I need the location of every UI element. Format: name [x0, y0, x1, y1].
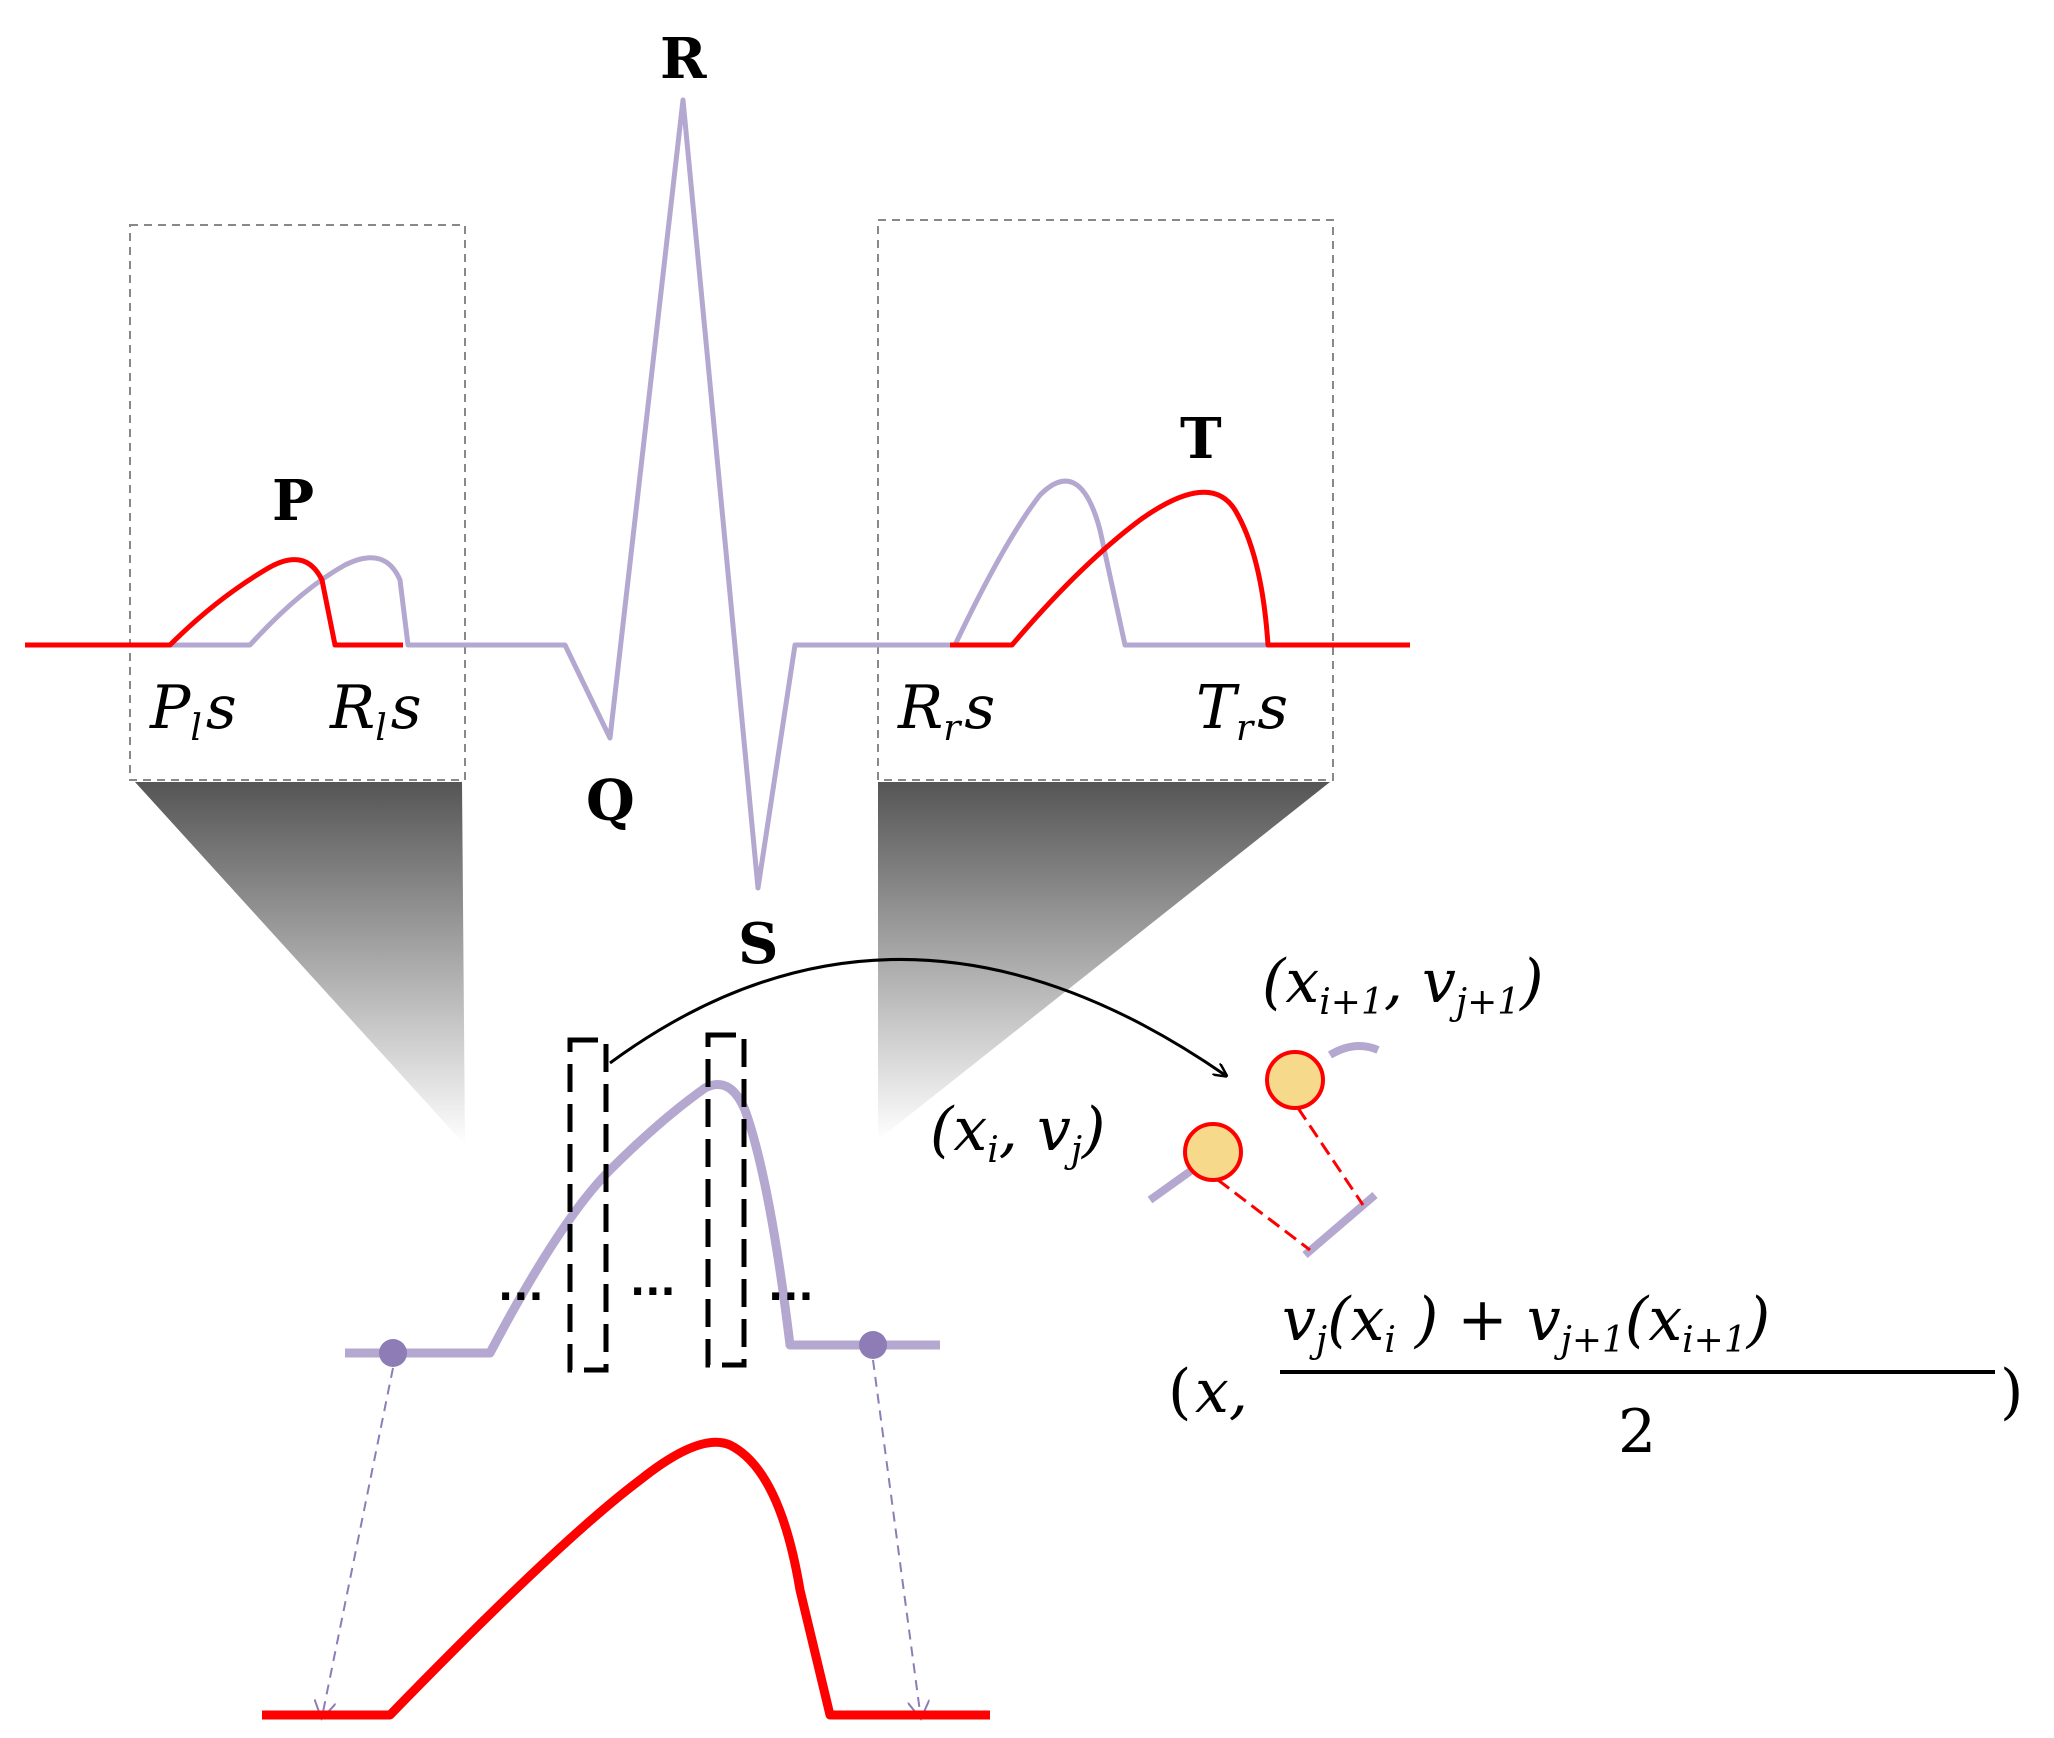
label-r-left-boundary: Rls — [329, 673, 422, 749]
formula-open: ( — [1168, 1357, 1191, 1427]
sample-window-right — [705, 1032, 747, 1368]
right-zoom-wedge — [878, 782, 1330, 1140]
sample-point-i-plus-1 — [1265, 1050, 1325, 1110]
label-point-i-plus-1: (xi+1, vj+1) — [1262, 947, 1544, 1023]
label-t: T — [1180, 406, 1222, 472]
curved-arrow — [609, 957, 1225, 1075]
original-ecg-wave — [25, 97, 1410, 891]
left-zoom-wedge — [135, 782, 465, 1145]
averaging-formula: ( x, vj(xi ) + vj+1(xi+1) 2 ) — [1168, 1285, 2023, 1467]
detail-connector-right — [1296, 1107, 1365, 1206]
ellipsis-middle: ... — [630, 1259, 676, 1305]
right-zoom-box — [877, 219, 1334, 781]
formula-numerator: vj(xi ) + vj+1(xi+1) — [1282, 1285, 1770, 1361]
right-projection-arrow — [872, 1359, 920, 1712]
zoomed-wave-left-node — [379, 1339, 407, 1367]
label-r-right-boundary: Rrs — [897, 673, 995, 749]
resulting-wave — [262, 1437, 990, 1720]
label-point-i: (xi, vj) — [930, 1095, 1105, 1171]
label-q: Q — [586, 768, 635, 834]
sample-point-i — [1183, 1122, 1243, 1182]
sample-window-left — [567, 1037, 609, 1373]
label-p-left-boundary: Pls — [149, 673, 237, 749]
left-projection-arrow — [323, 1367, 394, 1712]
left-zoom-box — [129, 224, 466, 781]
shifted-t-wave — [950, 489, 1410, 648]
detail-wave-segment-top — [1327, 1042, 1380, 1059]
zoomed-wave — [345, 1080, 940, 1358]
detail-connector-left — [1217, 1178, 1311, 1252]
zoomed-wave-right-node — [859, 1331, 887, 1359]
detail-wave-segment-bottom — [1302, 1191, 1378, 1259]
label-t-right-boundary: Trs — [1196, 673, 1288, 749]
shifted-p-wave — [25, 557, 403, 648]
ellipsis-left: ... — [498, 1264, 544, 1310]
label-s: S — [738, 911, 778, 977]
formula-x: x, — [1195, 1357, 1248, 1427]
label-p: P — [272, 468, 314, 534]
ellipsis-right: ... — [768, 1264, 814, 1310]
label-r: R — [660, 26, 707, 92]
detail-wave-segment-left — [1147, 1166, 1195, 1204]
formula-close: ) — [2000, 1357, 2023, 1427]
formula-denominator: 2 — [1618, 1397, 1656, 1467]
